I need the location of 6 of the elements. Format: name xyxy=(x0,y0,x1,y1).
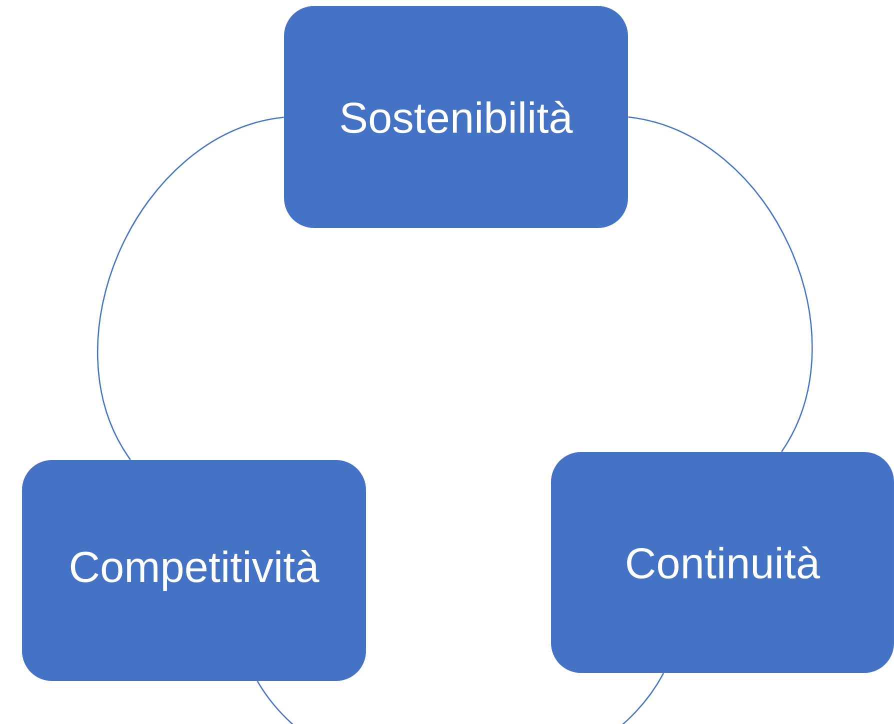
connector-arc xyxy=(256,672,664,724)
connector-arc xyxy=(628,116,813,452)
connector-arc xyxy=(97,116,284,460)
rounded-box: Sostenibilità xyxy=(284,6,628,228)
rounded-box: Competitività xyxy=(22,460,366,681)
rounded-box: Continuità xyxy=(551,452,894,673)
